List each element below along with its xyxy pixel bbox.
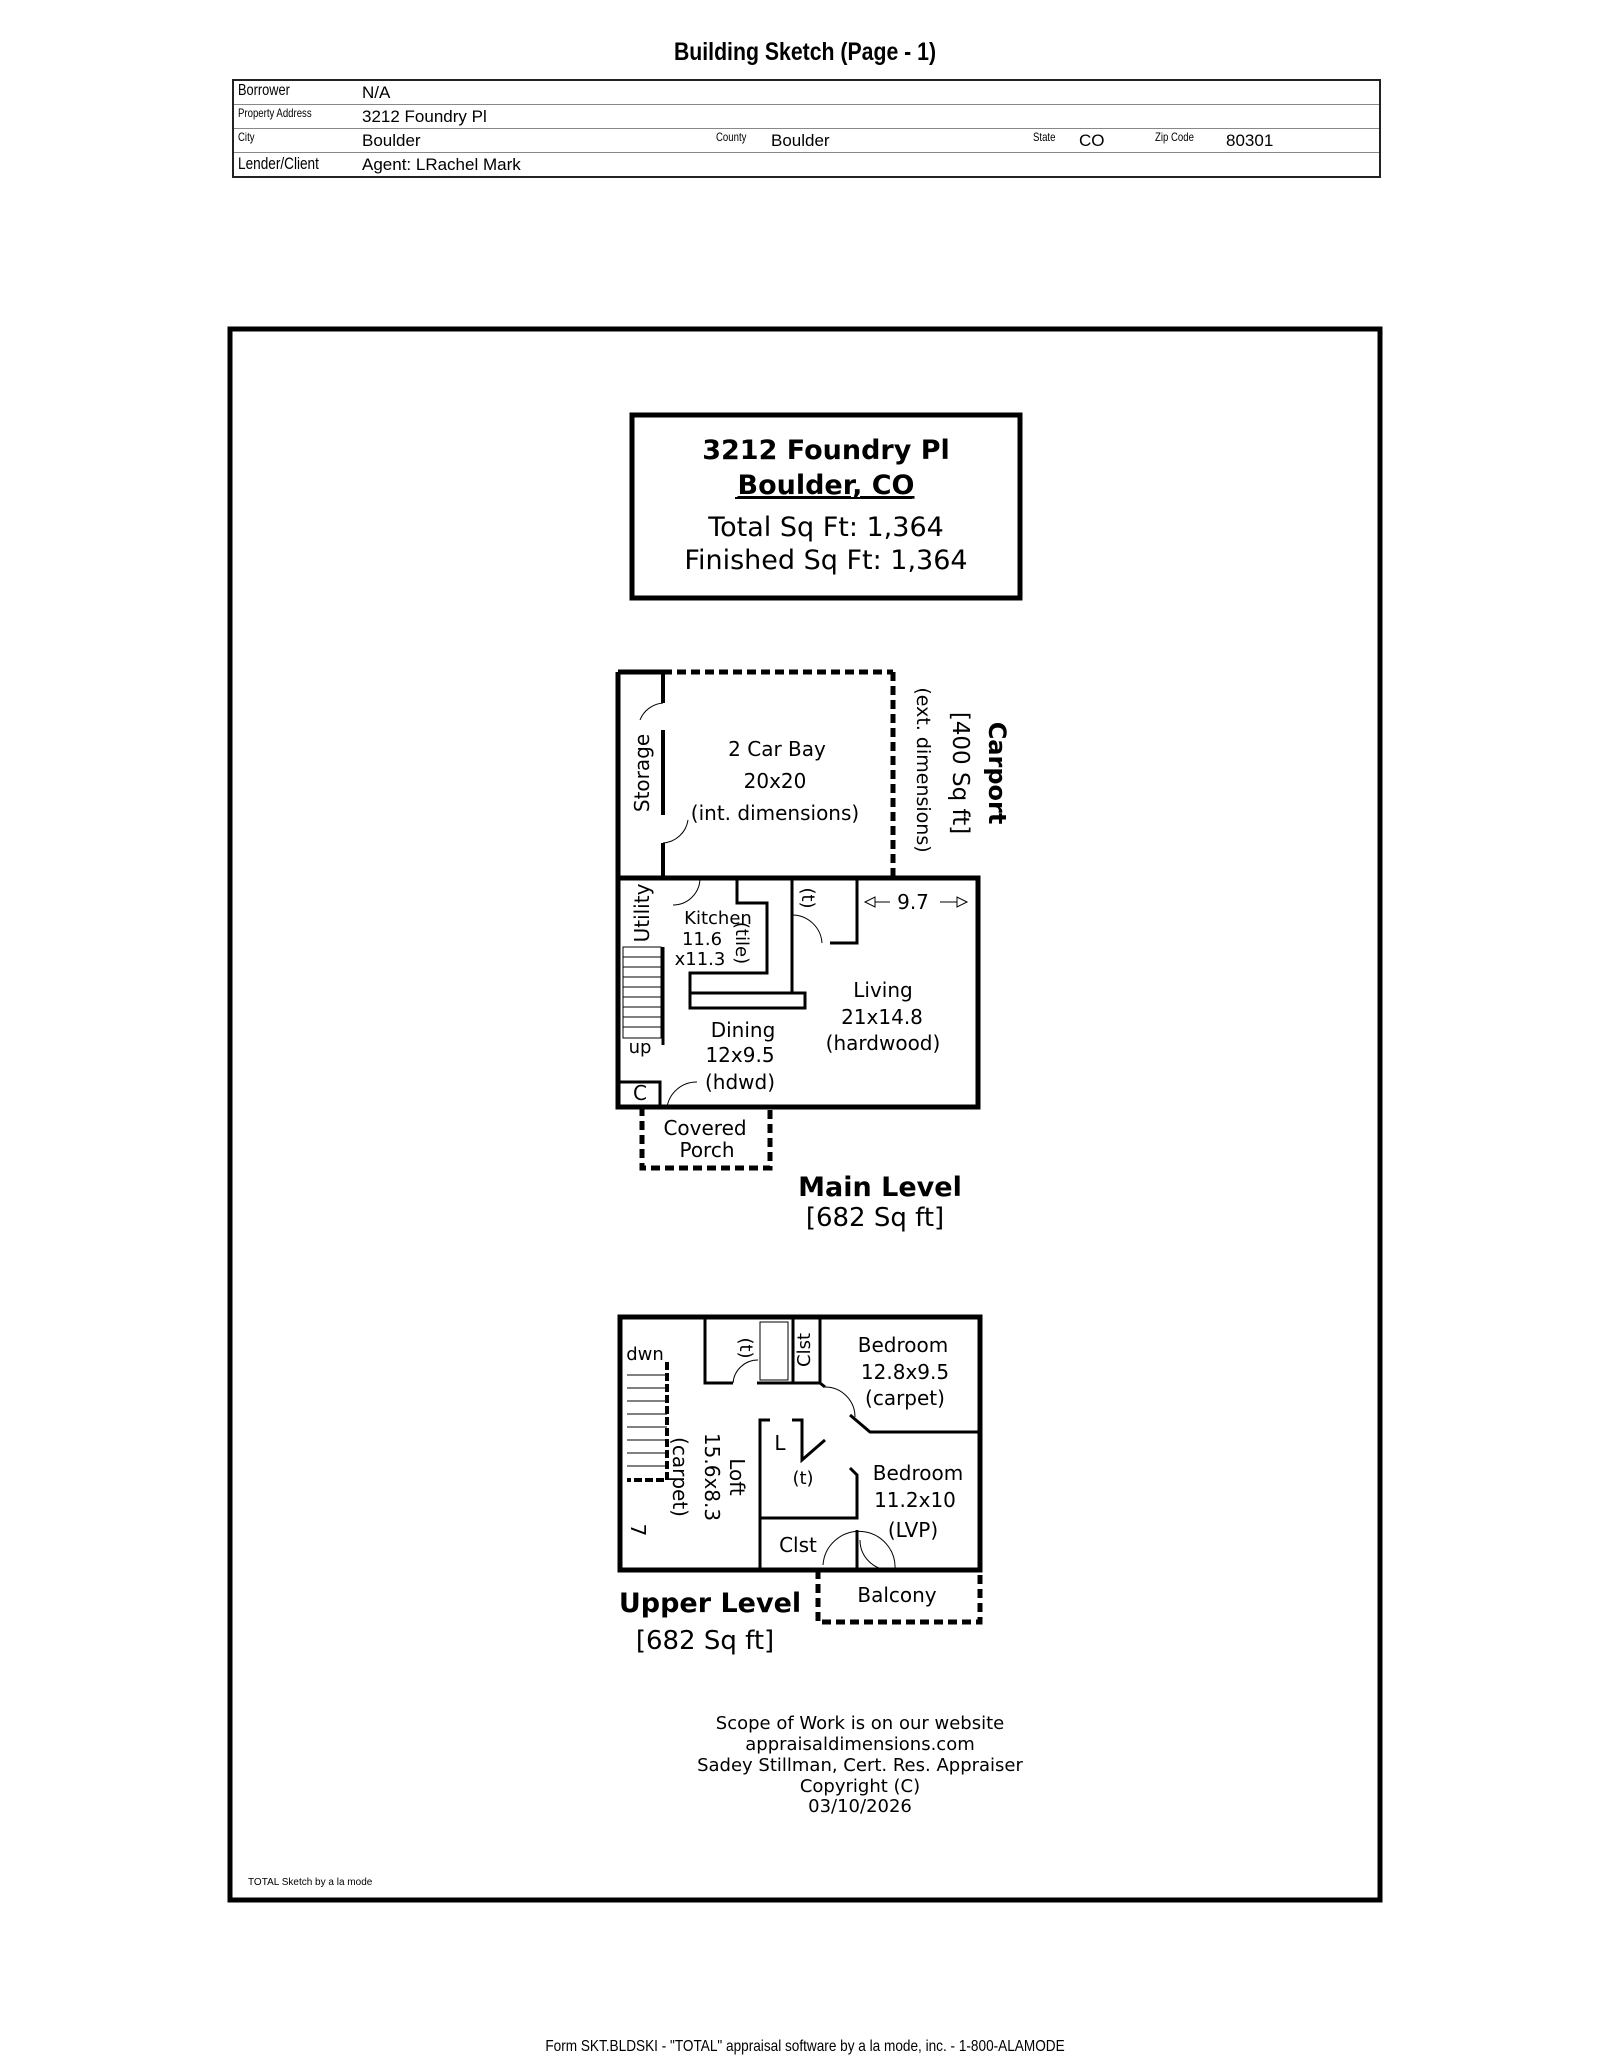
car-bay-size: 20x20: [744, 769, 807, 793]
page-title: Building Sketch (Page - 1): [673, 38, 937, 66]
dining-size: 12x9.5: [705, 1043, 774, 1067]
living-dimension: 9.7: [897, 890, 929, 914]
upper-toilet-1: (t): [735, 1337, 756, 1358]
car-bay-label: 2 Car Bay: [728, 737, 826, 761]
bedroom1-floor: (carpet): [865, 1386, 945, 1410]
city-label: City: [238, 130, 255, 144]
info-total-sqft: Total Sq Ft: 1,364: [707, 512, 944, 543]
info-address: 3212 Foundry Pl: [702, 435, 950, 466]
note-line: Copyright (C): [800, 1776, 920, 1797]
software-credit: TOTAL Sketch by a la mode: [248, 1877, 373, 1888]
zip-label: Zip Code: [1155, 130, 1194, 144]
bedroom1-label: Bedroom: [858, 1333, 948, 1357]
loft-floor: (carpet): [668, 1437, 692, 1517]
living-size: 21x14.8: [841, 1005, 923, 1029]
zip-value: 80301: [1226, 131, 1274, 150]
info-box: 3212 Foundry Pl Boulder, CO Total Sq Ft:…: [629, 412, 1023, 601]
storage-label: Storage: [630, 734, 654, 812]
lender-row: Lender/Client Agent: LRachel Mark: [233, 152, 1380, 177]
main-level-area: [682 Sq ft]: [806, 1203, 944, 1233]
sketch-frame: [227, 326, 1383, 1903]
upper-level-plan: [617, 1314, 983, 1625]
porch-label-1: Covered: [663, 1116, 746, 1140]
carport-note: (ext. dimensions): [912, 687, 934, 852]
stairs-down-label: dwn: [626, 1344, 664, 1365]
city-row: City Boulder County Boulder State CO Zip…: [233, 128, 1380, 153]
info-finished-sqft: Finished Sq Ft: 1,364: [684, 545, 967, 576]
kitchen-size-2: x11.3: [675, 949, 726, 970]
county-label: County: [716, 130, 747, 144]
bedroom2-label: Bedroom: [873, 1461, 963, 1485]
note-line: Scope of Work is on our website: [716, 1713, 1004, 1734]
loft-size: 15.6x8.3: [700, 1433, 724, 1521]
borrower-value: N/A: [362, 83, 391, 102]
car-bay-note: (int. dimensions): [691, 801, 859, 825]
borrower-label: Borrower: [238, 82, 290, 99]
loft-dimension: 7: [626, 1524, 650, 1537]
kitchen-label: Kitchen: [684, 908, 752, 929]
bedroom2-floor: (LVP): [888, 1518, 938, 1542]
note-line: appraisaldimensions.com: [745, 1734, 975, 1755]
upper-level-area: [682 Sq ft]: [636, 1626, 774, 1656]
state-value: CO: [1079, 131, 1105, 150]
utility-label: Utility: [630, 883, 654, 942]
living-label: Living: [853, 978, 912, 1002]
appraiser-notes: Scope of Work is on our website appraisa…: [697, 1713, 1023, 1817]
stairs-up-label: up: [629, 1037, 652, 1058]
lender-value: Agent: LRachel Mark: [362, 155, 521, 174]
address-label: Property Address: [238, 106, 312, 120]
carport-title: Carport: [983, 722, 1011, 825]
loft-label: Loft: [725, 1458, 749, 1496]
upper-toilet-2: (t): [792, 1468, 813, 1489]
info-city-state: Boulder, CO: [737, 470, 914, 501]
main-level-labels: 2 Car Bay 20x20 (int. dimensions) Storag…: [629, 687, 1011, 1233]
borrower-row: Borrower N/A: [233, 80, 1380, 105]
upper-level-title: Upper Level: [619, 1588, 801, 1619]
porch-label-2: Porch: [679, 1138, 734, 1162]
bedroom1-size: 12.8x9.5: [861, 1360, 949, 1384]
balcony-label: Balcony: [857, 1583, 936, 1607]
main-toilet-label: (t): [797, 887, 818, 908]
kitchen-floor: (tile): [731, 922, 752, 964]
main-level-title: Main Level: [798, 1172, 962, 1203]
lender-label: Lender/Client: [238, 154, 319, 173]
form-footer: Form SKT.BLDSKI - "TOTAL" appraisal soft…: [545, 2038, 1065, 2055]
upper-level-labels: dwn Loft 15.6x8.3 (carpet) 7 (t) Clst Be…: [619, 1333, 963, 1656]
closet-label: C: [633, 1081, 647, 1105]
bedroom2-size: 11.2x10: [874, 1488, 956, 1512]
living-floor: (hardwood): [826, 1031, 941, 1055]
subject-info-table: Borrower N/A Property Address 3212 Found…: [232, 79, 1381, 178]
note-line: 03/10/2026: [808, 1796, 912, 1817]
state-label: State: [1033, 130, 1056, 144]
kitchen-size-1: 11.6: [682, 929, 722, 950]
linen-label: L: [774, 1431, 786, 1455]
city-value: Boulder: [362, 131, 421, 150]
main-level-plan: [615, 669, 981, 1171]
upper-closet-1: Clst: [794, 1333, 815, 1367]
carport-area: [400 Sq ft]: [947, 712, 973, 834]
note-line: Sadey Stillman, Cert. Res. Appraiser: [697, 1755, 1023, 1776]
county-value: Boulder: [771, 131, 830, 150]
address-value: 3212 Foundry Pl: [362, 107, 487, 126]
dining-floor: (hdwd): [705, 1070, 775, 1094]
upper-closet-2: Clst: [779, 1533, 817, 1557]
address-row: Property Address 3212 Foundry Pl: [233, 104, 1380, 129]
dining-label: Dining: [711, 1018, 776, 1042]
